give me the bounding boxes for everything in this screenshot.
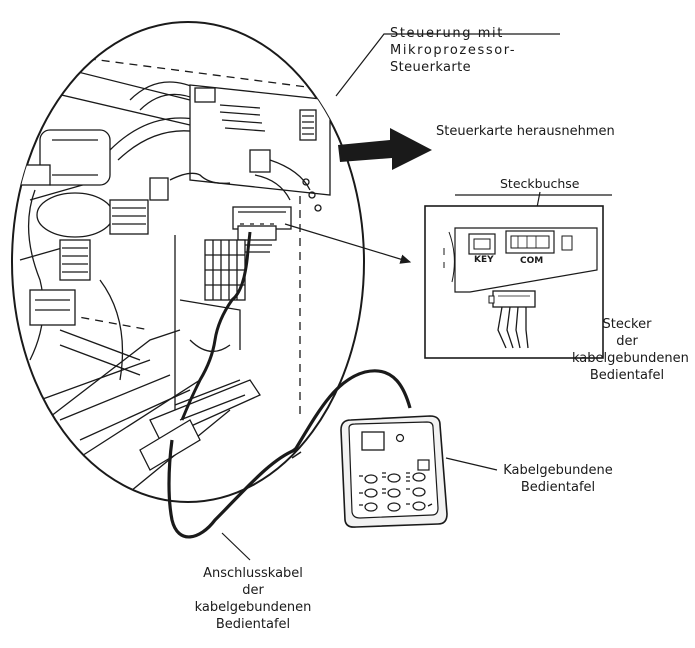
connector-label: Stecker der kabelgebundenen Bedientafel (572, 316, 689, 384)
plug-drawing (488, 290, 536, 349)
key-port-label: KEY (474, 255, 494, 265)
controller-label-line: Steuerung mit (390, 26, 504, 41)
controller-label: Steuerung mit Mikroprozessor- Steuerkart… (390, 25, 516, 76)
connecting-cable (167, 369, 412, 539)
connector-label-line: Bedientafel (589, 368, 665, 383)
panel-label-line: Bedientafel (520, 480, 596, 495)
panel-display (361, 431, 385, 451)
cable-label-line: kabelgebundenen (194, 600, 312, 615)
com-port (505, 230, 555, 254)
remove-arrow (338, 128, 432, 170)
socket-detail (424, 205, 604, 359)
panel-buttons (364, 472, 426, 512)
remove-board-label: Steuerkarte herausnehmen (436, 124, 615, 139)
panel-label-line: Kabelgebundene (503, 463, 613, 478)
com-port-label: COM (520, 256, 544, 266)
socket-label: Steckbuchse (500, 176, 580, 191)
panel-label: Kabelgebundene Bedientafel (498, 462, 618, 496)
wired-panel (340, 415, 448, 528)
panel-leader (445, 457, 498, 471)
valve-assembly (19, 129, 149, 381)
detail-leader (284, 223, 412, 264)
cable-inside-unit (180, 231, 252, 421)
connector-label-line: der (616, 334, 638, 349)
connector-label-line: kabelgebundenen (572, 351, 689, 366)
cable-label-line: der (242, 583, 264, 598)
control-board-drawing (149, 84, 331, 212)
terminal-block (232, 206, 292, 241)
cable-kink (289, 445, 302, 459)
cable-label: Anschlusskabel der kabelgebundenen Bedie… (190, 565, 316, 633)
cable-label-line: Anschlusskabel (203, 566, 303, 581)
cable-label-line: Bedientafel (215, 617, 291, 632)
unit-cutaway (11, 21, 365, 503)
controller-leader (335, 33, 560, 97)
controller-label-line: Mikroprozessor- (390, 43, 517, 58)
controller-label-line: Steuerkarte (390, 60, 472, 75)
cable-leader (221, 532, 251, 561)
key-port (468, 233, 496, 255)
connector-label-line: Stecker (602, 317, 652, 332)
